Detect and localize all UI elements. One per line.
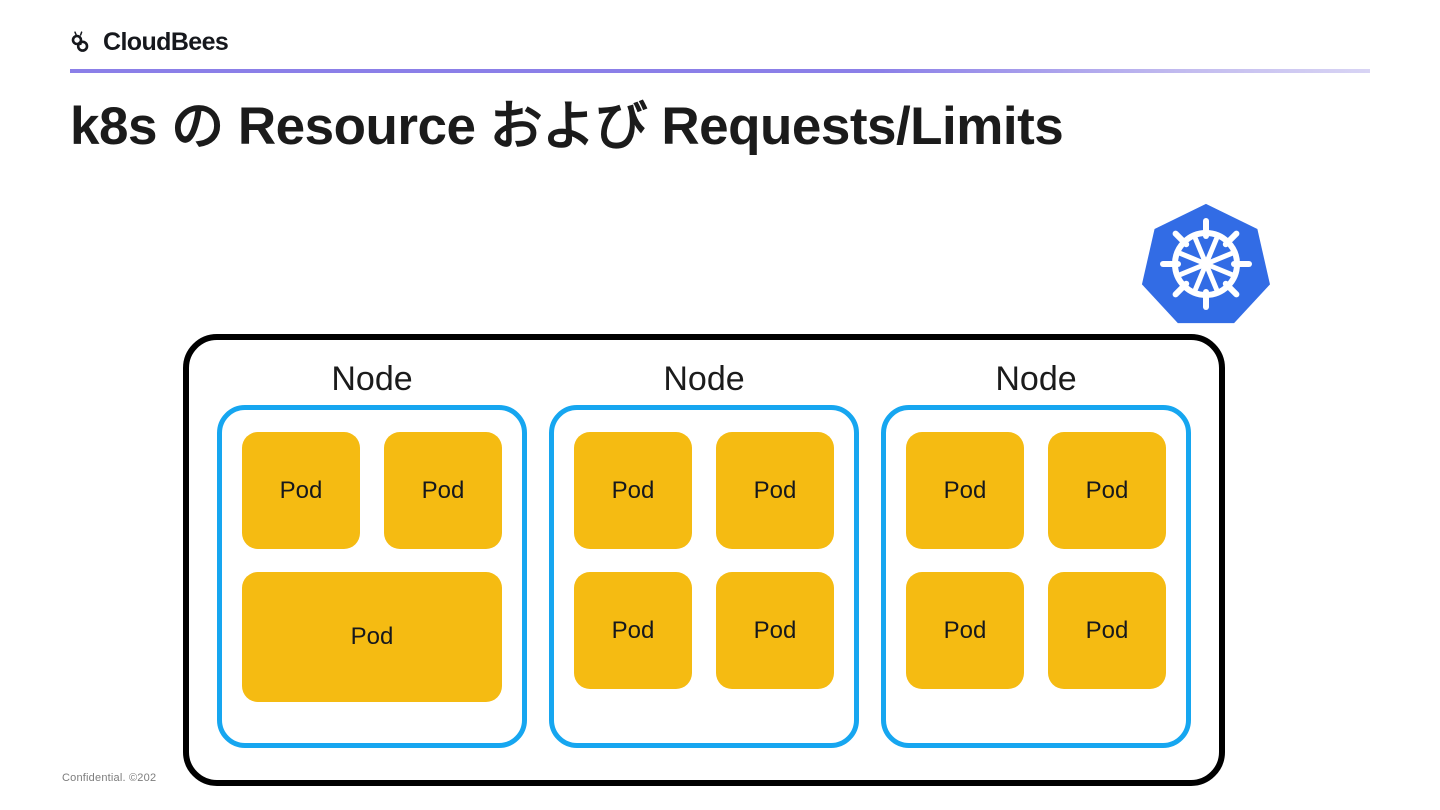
node-1-box: Pod Pod Pod — [217, 405, 527, 748]
pod: Pod — [574, 432, 692, 549]
node-2-pod-row-2: Pod Pod — [574, 572, 834, 689]
header-divider — [70, 69, 1370, 73]
node-3-pod-row-1: Pod Pod — [906, 432, 1166, 549]
nodes-row: Node Pod Pod Pod Node Pod Pod Pod — [189, 340, 1219, 780]
cluster-boundary: Node Pod Pod Pod Node Pod Pod Pod — [183, 334, 1225, 786]
cloudbees-bee-icon — [71, 30, 89, 52]
node-2: Node Pod Pod Pod Pod — [549, 340, 859, 780]
node-2-label: Node — [663, 360, 745, 398]
pod: Pod — [716, 432, 834, 549]
pod: Pod — [1048, 432, 1166, 549]
node-2-pod-row-1: Pod Pod — [574, 432, 834, 549]
node-2-box: Pod Pod Pod Pod — [549, 405, 859, 748]
pod: Pod — [906, 572, 1024, 689]
node-3: Node Pod Pod Pod Pod — [881, 340, 1191, 780]
pod: Pod — [242, 432, 360, 549]
pod: Pod — [384, 432, 502, 549]
node-1-pod-row-2: Pod — [242, 572, 502, 702]
brand-header: CloudBees — [0, 0, 1440, 73]
kubernetes-helm-icon — [1141, 203, 1270, 324]
pod-wide: Pod — [242, 572, 502, 702]
node-3-pod-row-2: Pod Pod — [906, 572, 1166, 689]
node-3-box: Pod Pod Pod Pod — [881, 405, 1191, 748]
node-1: Node Pod Pod Pod — [217, 340, 527, 780]
confidential-footer: Confidential. ©202 — [62, 772, 157, 784]
cloudbees-wordmark: CloudBees — [103, 28, 229, 56]
pod: Pod — [574, 572, 692, 689]
pod: Pod — [1048, 572, 1166, 689]
node-1-label: Node — [331, 360, 413, 398]
cloudbees-logo: CloudBees — [70, 28, 229, 56]
node-1-pod-row-1: Pod Pod — [242, 432, 502, 549]
pod: Pod — [716, 572, 834, 689]
node-3-label: Node — [995, 360, 1077, 398]
pod: Pod — [906, 432, 1024, 549]
page-title: k8s の Resource および Requests/Limits — [70, 97, 1064, 156]
